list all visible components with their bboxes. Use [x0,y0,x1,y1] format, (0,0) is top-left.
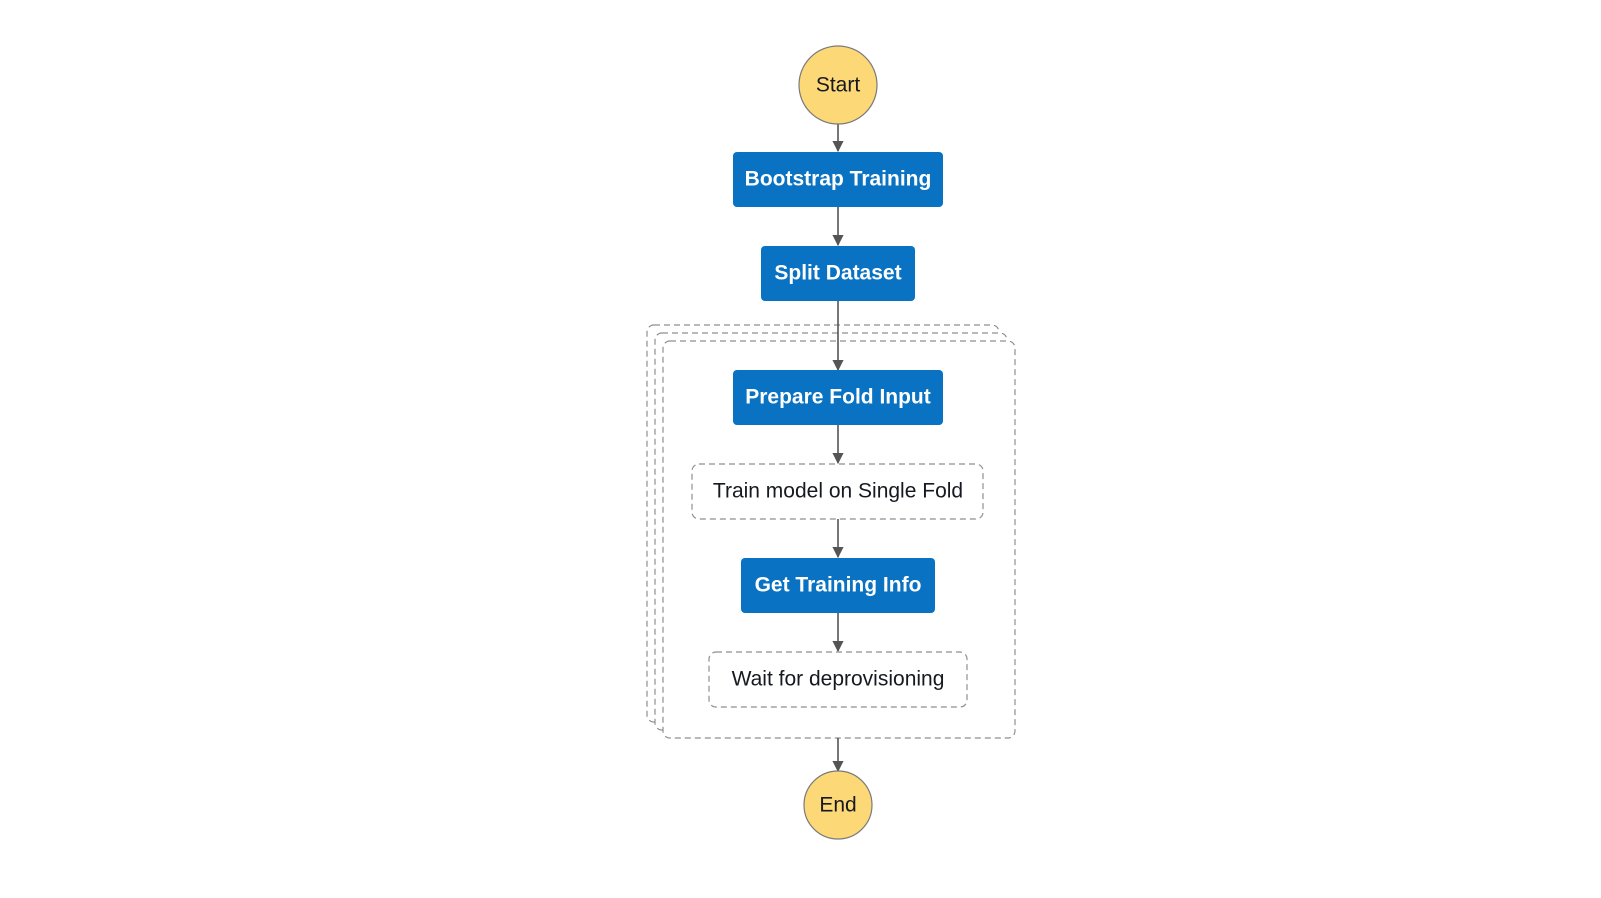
bootstrap-training-label: Bootstrap Training [745,168,932,191]
end-label: End [819,794,856,817]
end-circle [803,770,873,840]
bootstrap-training-node[interactable]: Bootstrap Training [733,152,943,207]
end-node[interactable]: End [803,770,873,840]
bootstrap-training-box [733,152,943,207]
prepare-fold-input-box [733,370,943,425]
split-dataset-box [761,246,915,301]
wait-for-deprovisioning-label: Wait for deprovisioning [732,668,945,691]
split-dataset-label: Split Dataset [774,262,901,285]
wait-for-deprovisioning-box [708,651,968,708]
train-model-single-fold-node[interactable]: Train model on Single Fold [691,463,984,520]
wait-for-deprovisioning-node[interactable]: Wait for deprovisioning [708,651,968,708]
train-model-single-fold-box [691,463,984,520]
get-training-info-label: Get Training Info [755,574,922,597]
train-model-single-fold-label: Train model on Single Fold [713,480,963,503]
start-label: Start [816,74,861,97]
prepare-fold-input-label: Prepare Fold Input [745,386,931,409]
get-training-info-box [741,558,935,613]
prepare-fold-input-node[interactable]: Prepare Fold Input [733,370,943,425]
get-training-info-node[interactable]: Get Training Info [741,558,935,613]
start-circle [798,45,878,125]
map-iterator-frame-front [662,340,1016,739]
start-node[interactable]: Start [798,45,878,125]
split-dataset-node[interactable]: Split Dataset [761,246,915,301]
